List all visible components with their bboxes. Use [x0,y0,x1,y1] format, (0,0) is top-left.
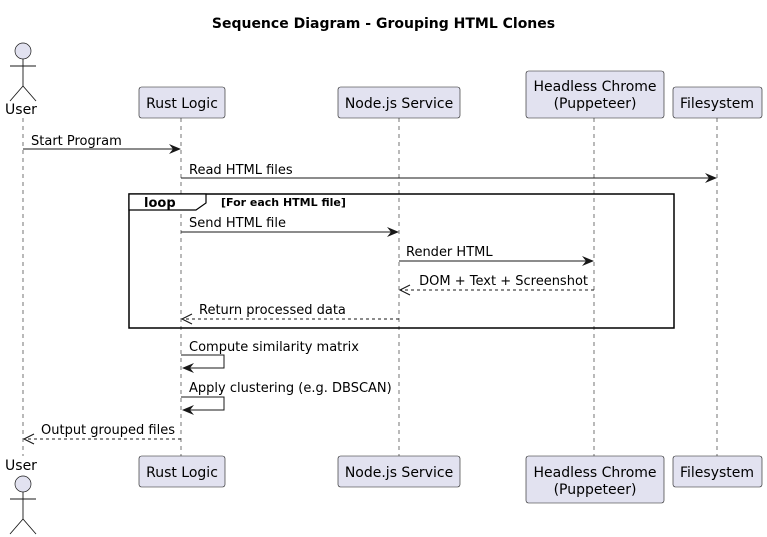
message-render-html: Render HTML [399,245,594,266]
participant-filesystem-top: Filesystem [672,86,763,119]
diagram-title: Sequence Diagram - Grouping HTML Clones [212,16,555,32]
participant-label-line-2: (Puppeteer) [554,96,637,112]
message-label: DOM + Text + Screenshot [419,274,588,289]
message-apply-clustering: Apply clustering (e.g. DBSCAN) [181,381,392,415]
message-label: Start Program [31,134,122,149]
message-compute-similarity-matrix: Compute similarity matrix [181,340,359,373]
participant-label: Rust Logic [146,96,218,112]
arrowhead-icon [705,173,717,183]
message-label: Return processed data [199,303,346,318]
message-label: Compute similarity matrix [189,340,359,355]
message-label: Read HTML files [189,163,293,178]
message-label: Output grouped files [41,423,175,438]
actor-icon [9,475,37,535]
loop-frame: loop [For each HTML file] [128,193,675,329]
arrowhead-icon [182,363,194,373]
message-read-html-files: Read HTML files [181,163,717,183]
arrowhead-icon [387,227,399,237]
message-arrow-line [181,396,225,411]
arrowhead-icon [22,433,35,445]
actor-label: User [5,102,37,118]
participant-headless-chrome-bottom: Headless Chrome (Puppeteer) [525,455,665,504]
message-label: Apply clustering (e.g. DBSCAN) [189,381,392,396]
participant-filesystem-bottom: Filesystem [672,455,763,488]
message-label: Send HTML file [189,216,286,231]
arrowhead-icon [169,144,181,154]
participant-label: Filesystem [680,465,754,481]
participant-label: Filesystem [680,96,754,112]
message-return-processed-data: Return processed data [180,303,399,325]
participant-label-line-2: (Puppeteer) [554,482,637,498]
message-arrow-line [181,354,225,369]
participant-label: Headless Chrome [533,465,656,481]
arrowhead-icon [398,284,411,296]
participant-rust-logic-bottom: Rust Logic [138,455,226,488]
arrowhead-icon [180,313,193,325]
message-send-html-file: Send HTML file [181,216,399,237]
participant-label: Node.js Service [345,465,453,481]
participant-nodejs-service-bottom: Node.js Service [337,455,461,488]
loop-guard: [For each HTML file] [221,196,346,209]
message-start-program: Start Program [23,134,181,154]
message-output-grouped-files: Output grouped files [22,423,181,445]
participant-headless-chrome-top: Headless Chrome (Puppeteer) [525,70,665,119]
message-dom-text-screenshot: DOM + Text + Screenshot [398,274,594,296]
actor-user-bottom: User [5,458,37,535]
participant-nodejs-service-top: Node.js Service [337,86,461,119]
loop-keyword: loop [144,196,176,211]
actor-icon [9,42,37,102]
participant-label: Rust Logic [146,465,218,481]
participant-rust-logic-top: Rust Logic [138,86,226,119]
arrowhead-icon [582,256,594,266]
arrowhead-icon [182,405,194,415]
participant-label: Node.js Service [345,96,453,112]
participant-label: Headless Chrome [533,79,656,95]
message-label: Render HTML [406,245,493,260]
actor-user-top: User [5,42,37,118]
actor-label: User [5,458,37,474]
